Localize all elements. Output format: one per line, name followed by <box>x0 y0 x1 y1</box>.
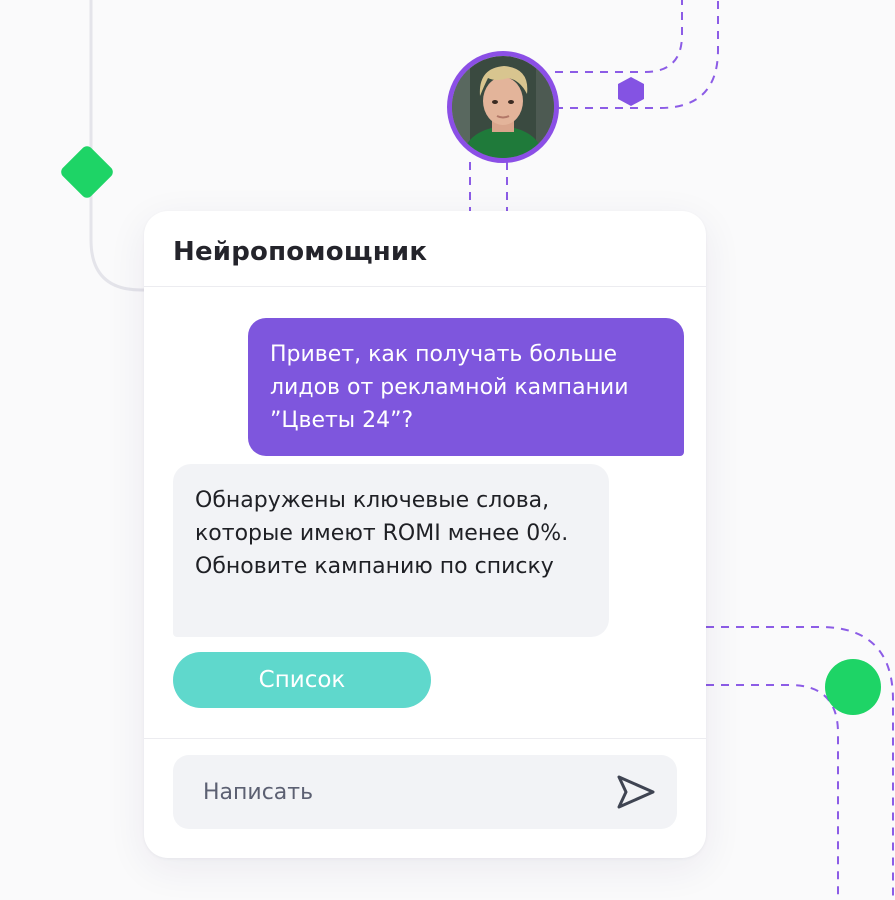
assistant-message-text: Обнаружены ключевые слова, которые имеют… <box>195 488 569 579</box>
list-button[interactable]: Список <box>173 652 431 708</box>
connector-line <box>89 0 150 292</box>
avatar-image <box>452 56 554 158</box>
message-composer <box>173 755 677 829</box>
green-diamond-shape <box>61 146 113 198</box>
chat-header: Нейропомощник <box>144 211 706 287</box>
assistant-message-bubble: Обнаружены ключевые слова, которые имеют… <box>173 464 609 637</box>
dashed-line <box>706 626 894 900</box>
list-button-label: Список <box>258 667 346 693</box>
send-button[interactable] <box>615 772 657 812</box>
message-input[interactable] <box>173 755 603 829</box>
send-icon <box>617 775 655 809</box>
dashed-line <box>706 684 839 900</box>
green-circle-shape <box>825 659 881 715</box>
avatar <box>447 51 559 163</box>
dashed-line <box>555 0 683 73</box>
dashed-line <box>555 0 719 109</box>
composer-divider <box>144 738 706 739</box>
user-message-text: Привет, как получать больше лидов от рек… <box>270 342 629 433</box>
chat-title: Нейропомощник <box>173 236 428 267</box>
chat-window: Нейропомощник Привет, как получать больш… <box>144 211 706 858</box>
purple-hexagon-shape <box>618 77 644 106</box>
user-message-bubble: Привет, как получать больше лидов от рек… <box>248 318 684 456</box>
